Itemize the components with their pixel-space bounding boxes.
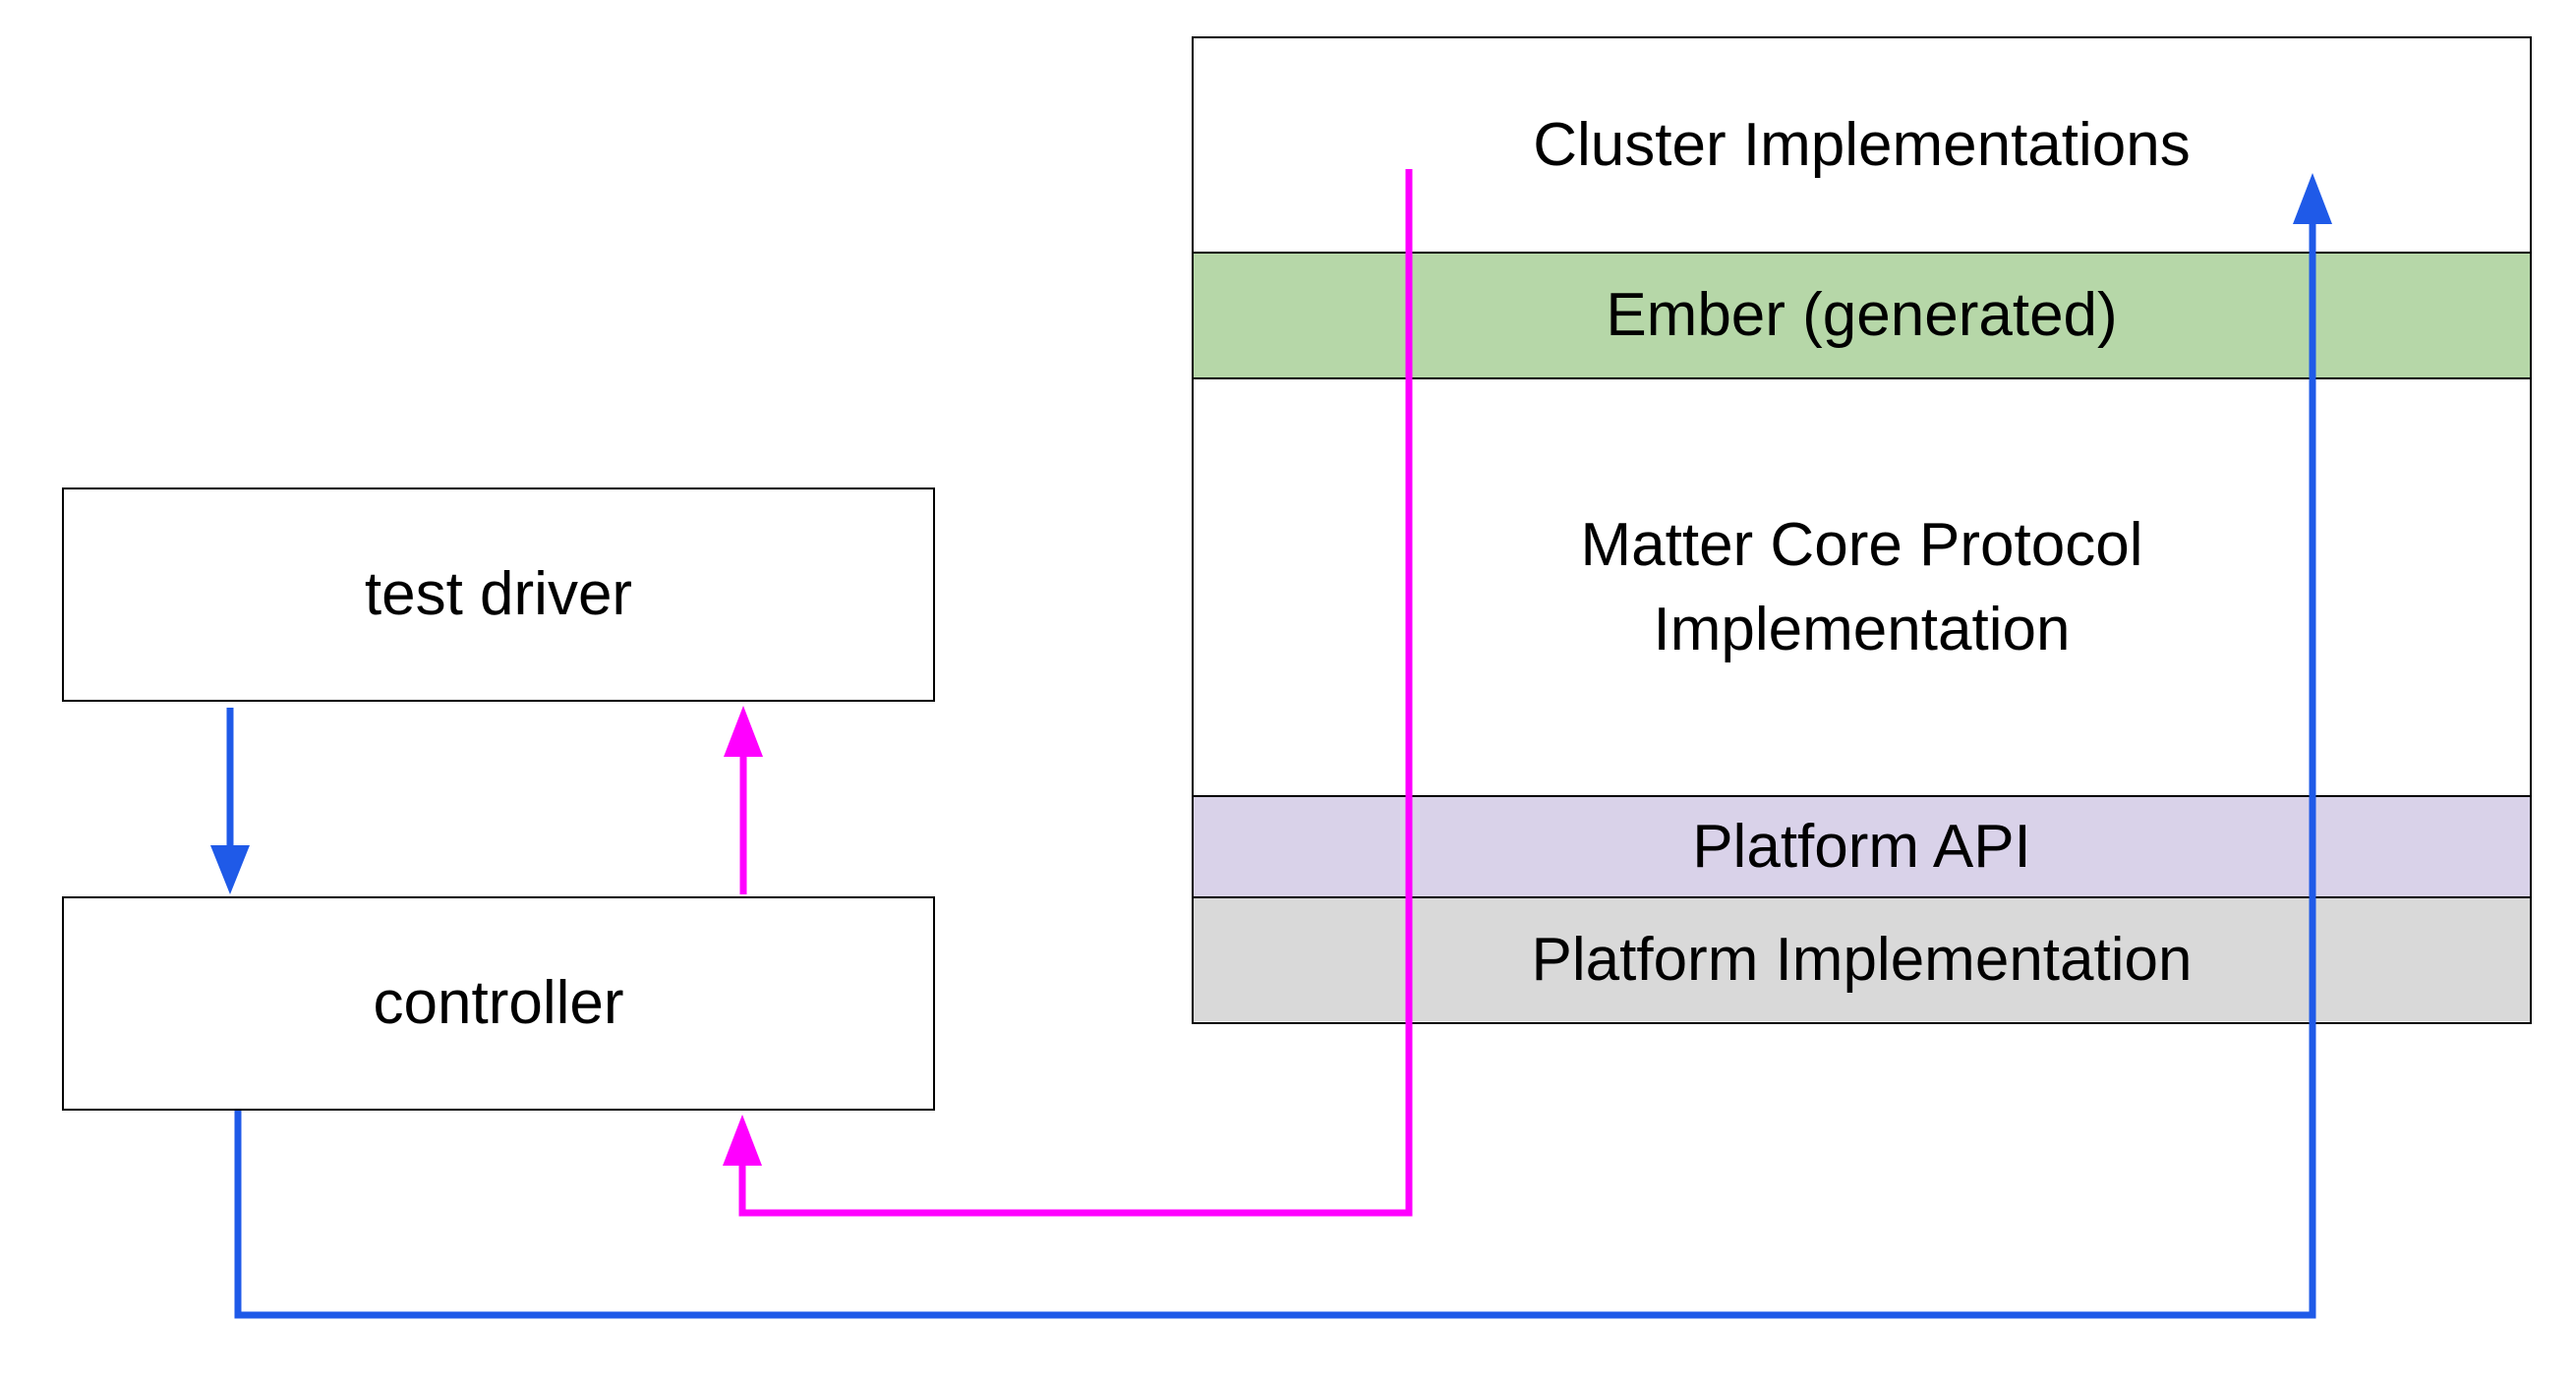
test-driver-label: test driver — [364, 560, 633, 629]
ember-generated-layer: Ember (generated) — [1194, 252, 2530, 377]
test-driver-arrowhead — [724, 706, 763, 757]
cluster-implementations-label: Cluster Implementations — [1533, 110, 2191, 179]
platform-api-label: Platform API — [1692, 812, 2031, 881]
matter-core-protocol-layer: Matter Core Protocol Implementation — [1194, 377, 2530, 795]
controller-label: controller — [373, 969, 624, 1038]
controller-return-arrowhead — [723, 1115, 762, 1166]
cluster-implementations-layer: Cluster Implementations — [1194, 38, 2530, 252]
device-stack: Cluster Implementations Ember (generated… — [1192, 36, 2532, 1024]
platform-implementation-layer: Platform Implementation — [1194, 896, 2530, 1021]
controller-arrowhead — [210, 845, 250, 894]
controller-box: controller — [62, 896, 935, 1111]
matter-core-protocol-label: Matter Core Protocol Implementation — [1580, 510, 2143, 663]
platform-implementation-label: Platform Implementation — [1531, 925, 2193, 994]
platform-api-layer: Platform API — [1194, 795, 2530, 896]
test-driver-box: test driver — [62, 487, 935, 702]
ember-generated-label: Ember (generated) — [1606, 281, 2118, 350]
